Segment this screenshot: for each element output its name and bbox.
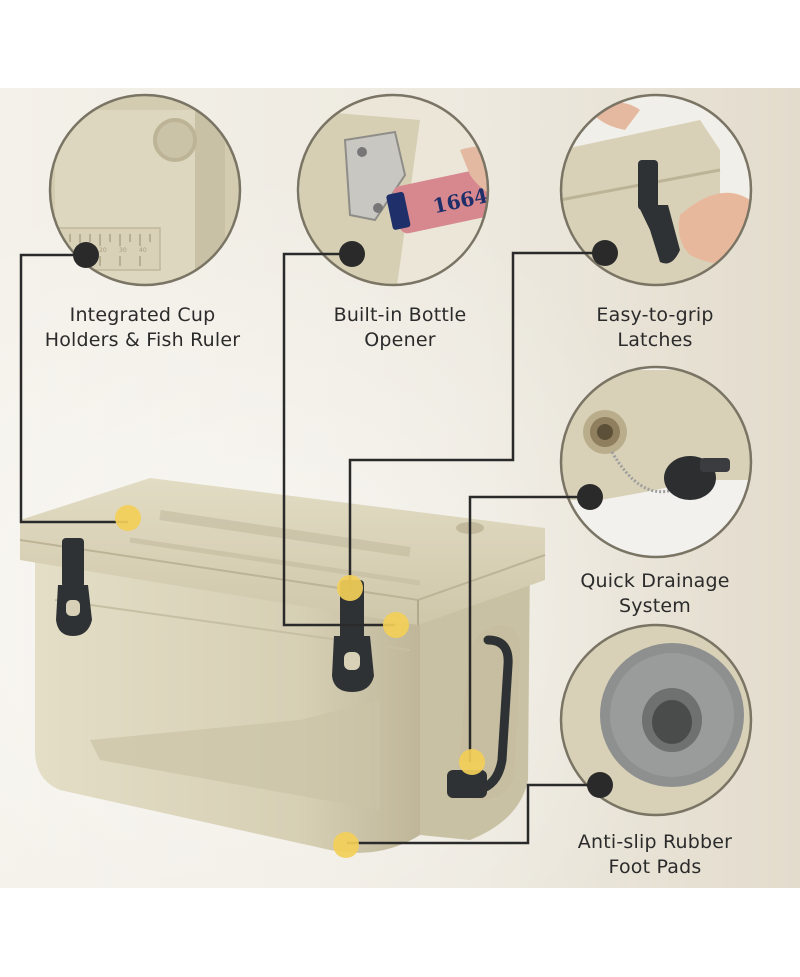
- front-panel-recess: [90, 700, 380, 810]
- label-latches-line1: Easy-to-grip: [596, 304, 714, 326]
- ruler-mark-2: 20: [99, 247, 107, 254]
- marker-latches: [337, 575, 363, 601]
- side-rope-handle: [473, 635, 513, 795]
- label-latches-line2: Latches: [617, 329, 693, 351]
- label-drainage-line2: System: [618, 595, 692, 617]
- detail-circle-cup-holders: [48, 93, 242, 287]
- leader-foot-pads: [347, 783, 600, 845]
- leader-lines: [19, 251, 605, 845]
- detail-circle-bottle-opener: [296, 93, 490, 287]
- drain-plug-dark: [447, 770, 487, 798]
- label-bottle-opener-line1: Built-in Bottle: [333, 304, 467, 326]
- label-cup-holders: Integrated Cup Holders & Fish Ruler: [30, 303, 255, 353]
- detail-circle-drainage: [559, 365, 753, 559]
- label-foot-pads-line2: Foot Pads: [608, 856, 702, 878]
- label-bottle-opener-line2: Opener: [364, 329, 436, 351]
- label-bottle-opener: Built-in Bottle Opener: [300, 303, 500, 353]
- marker-foot-pads: [333, 832, 359, 858]
- ruler-mark-3: 30: [119, 247, 127, 254]
- detail-drainage-image: [561, 367, 751, 557]
- detail-cup-holders-image: 10 20 30 40: [50, 95, 240, 285]
- detail-latches-image: [561, 95, 751, 285]
- detail-circle-latches: [559, 93, 753, 287]
- detail-bottle-opener-image: 1664: [298, 95, 488, 285]
- label-drainage-line1: Quick Drainage: [580, 570, 730, 592]
- leader-latches: [348, 251, 605, 590]
- label-foot-pads-line1: Anti-slip Rubber: [577, 831, 733, 853]
- marker-cup-holders: [115, 505, 141, 531]
- label-drainage: Quick Drainage System: [555, 569, 755, 619]
- latch-left: [56, 538, 92, 636]
- label-cup-holders-line1: Integrated Cup: [69, 304, 216, 326]
- marker-drainage: [459, 749, 485, 775]
- leader-drainage: [468, 495, 590, 762]
- ruler-mark-4: 40: [139, 247, 147, 254]
- detail-circle-foot-pads: [559, 623, 753, 817]
- cooler-image: [19, 478, 546, 853]
- label-latches: Easy-to-grip Latches: [560, 303, 750, 353]
- yellow-markers: [115, 505, 485, 858]
- label-cup-holders-line2: Holders & Fish Ruler: [44, 329, 241, 351]
- label-foot-pads: Anti-slip Rubber Foot Pads: [555, 830, 755, 880]
- cooler-lid: [20, 478, 545, 625]
- leader-bottle-opener: [282, 252, 395, 627]
- marker-bottle-opener: [383, 612, 409, 638]
- detail-foot-pads-image: [561, 625, 751, 815]
- leader-endpoints: [73, 240, 618, 798]
- leader-cup-holders: [19, 253, 128, 524]
